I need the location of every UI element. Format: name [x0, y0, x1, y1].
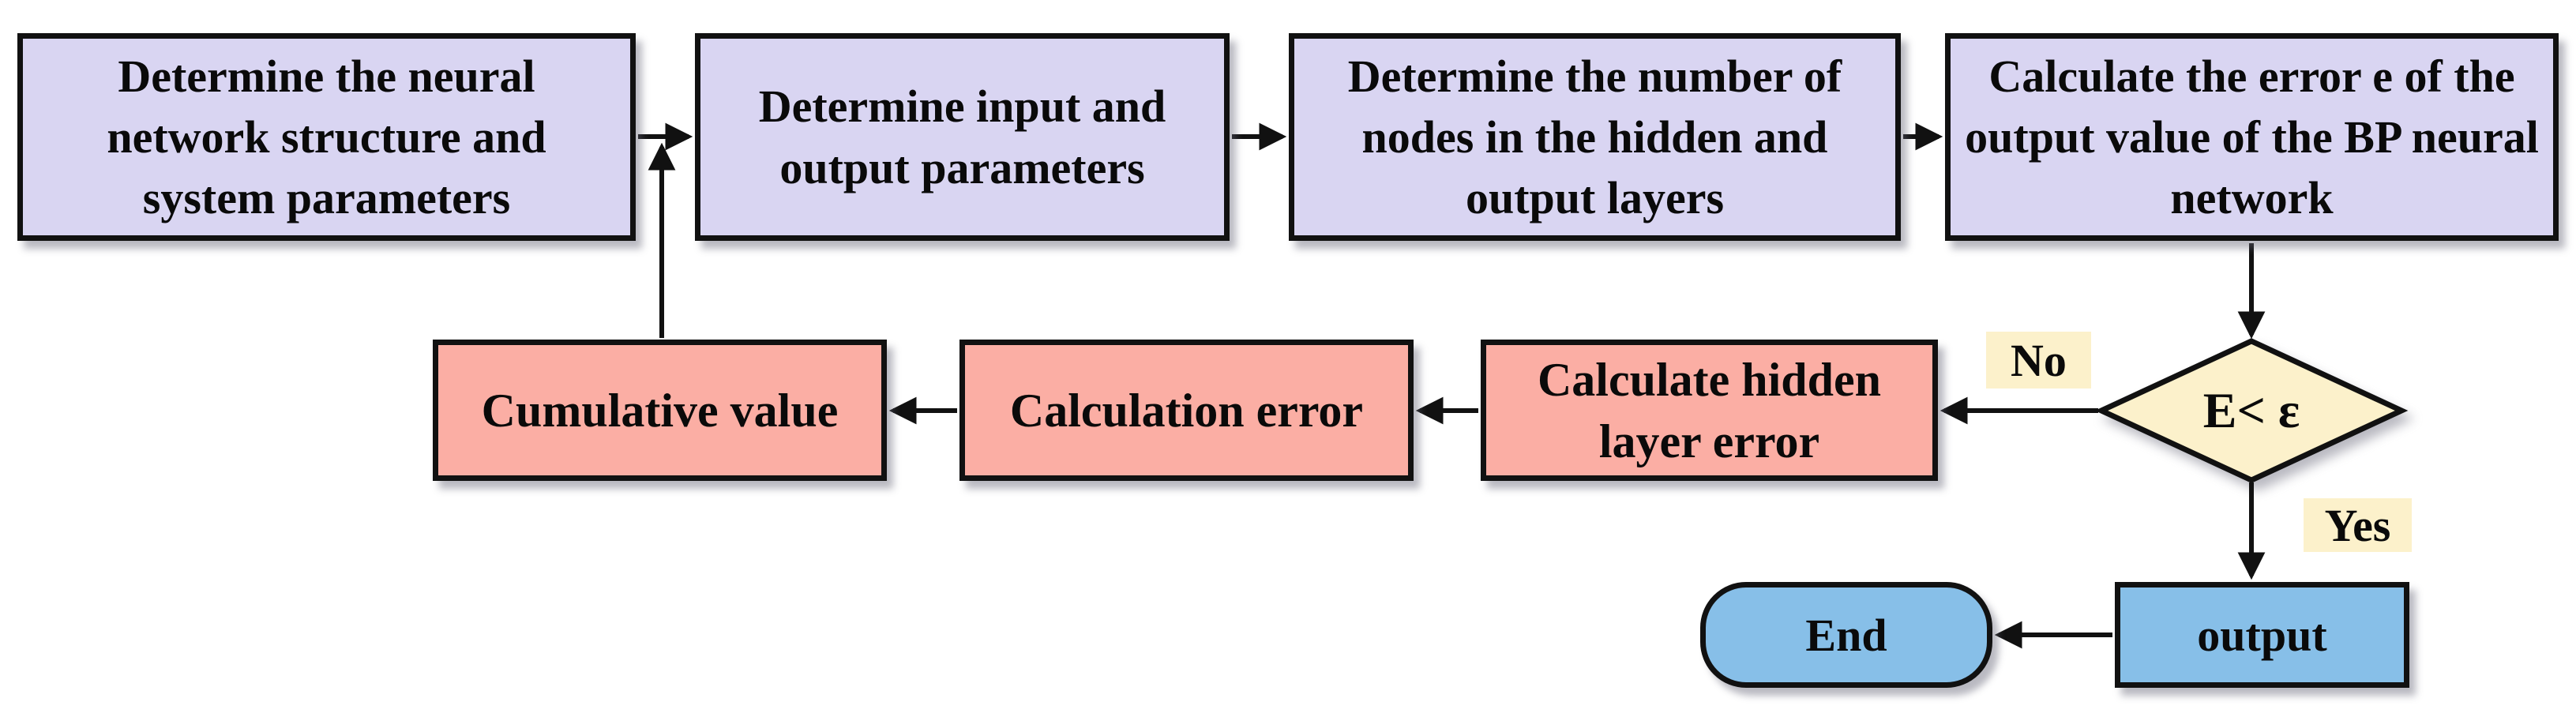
edge-label-no: No: [1986, 332, 2091, 389]
node-output-label: output: [2197, 609, 2327, 661]
node-determine-structure-label: Determine the neural network structure a…: [107, 50, 546, 224]
node-output: output: [2115, 582, 2409, 688]
node-cumulative-value-label: Cumulative value: [481, 384, 839, 437]
node-calculation-error: Calculation error: [959, 340, 1414, 481]
node-calculation-error-label: Calculation error: [1009, 384, 1364, 437]
node-calculate-error-label: Calculate the error e of the output valu…: [1965, 50, 2539, 224]
node-determine-input-output-label: Determine input and output parameters: [758, 81, 1166, 193]
node-cumulative-value: Cumulative value: [433, 340, 887, 481]
decision-condition: E< ε: [2133, 371, 2370, 450]
node-determine-nodes-label: Determine the number of nodes in the hid…: [1347, 50, 1842, 224]
node-hidden-layer-error-label: Calculate hidden layer error: [1537, 353, 1882, 467]
node-end-terminal-label: End: [1805, 609, 1887, 661]
decision-diamond: [2094, 338, 2409, 483]
node-calculate-error: Calculate the error e of the output valu…: [1945, 33, 2559, 241]
node-determine-nodes: Determine the number of nodes in the hid…: [1289, 33, 1901, 241]
edge-label-yes: Yes: [2304, 498, 2412, 552]
edge-label-yes-text: Yes: [2324, 499, 2391, 551]
decision-condition-label: E< ε: [2202, 382, 2300, 438]
node-end-terminal: End: [1700, 582, 1992, 688]
node-hidden-layer-error: Calculate hidden layer error: [1481, 340, 1938, 481]
node-determine-input-output: Determine input and output parameters: [695, 33, 1230, 241]
edge-label-no-text: No: [2011, 334, 2067, 386]
node-determine-structure: Determine the neural network structure a…: [17, 33, 636, 241]
